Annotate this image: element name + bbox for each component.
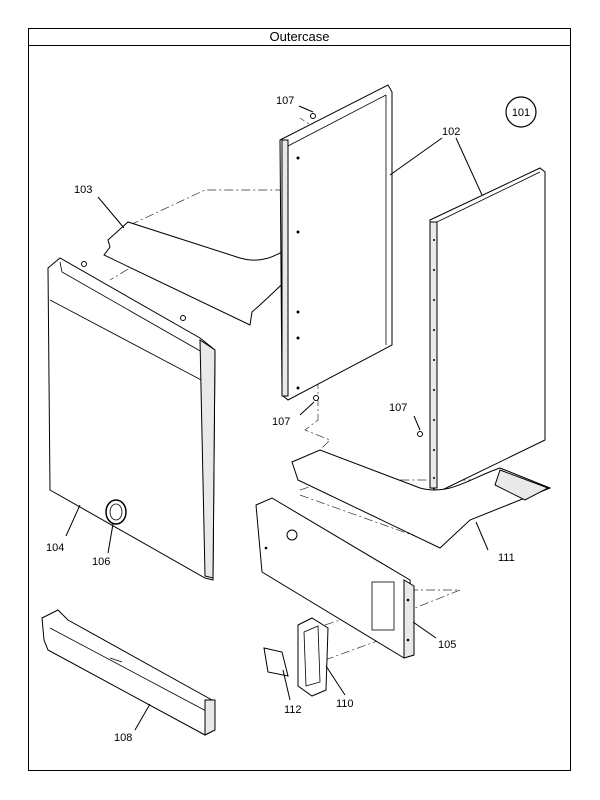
panel-mounting-holes	[296, 156, 300, 390]
callout-102: 102	[442, 126, 460, 138]
part-111-bottom-panel	[291, 449, 552, 549]
callout-105: 105	[438, 639, 456, 651]
callout-103: 103	[74, 184, 92, 196]
panel-edge-holes	[433, 239, 435, 479]
callout-101: 101	[512, 107, 530, 119]
callout-104: 104	[46, 542, 64, 554]
callout-108: 108	[114, 732, 132, 744]
callout-107-top: 107	[276, 95, 294, 107]
screw-107-group	[81, 113, 423, 437]
callout-107-middle: 107	[272, 416, 290, 428]
part-108-kick-plate	[41, 609, 216, 736]
callout-107-right: 107	[389, 402, 407, 414]
callout-labels: 103 102 107 107 107 104 106 111 105 110 …	[46, 95, 515, 744]
part-110-frame	[297, 617, 329, 697]
callout-leaders	[65, 105, 489, 731]
callout-111: 111	[498, 552, 515, 564]
part-112-pad	[263, 647, 289, 677]
callout-106: 106	[92, 556, 110, 568]
diagram-frame: Outercase	[28, 28, 571, 771]
callout-112: 112	[284, 704, 302, 716]
diagram-title: Outercase	[29, 29, 570, 46]
part-106-badge	[105, 499, 127, 525]
callout-110: 110	[336, 698, 354, 710]
part-105-inner-panel	[255, 497, 415, 659]
part-102-side-panel-rear	[279, 84, 393, 401]
part-104-front-door	[47, 257, 216, 581]
part-102-side-panel-front	[429, 167, 546, 493]
diagram-reference-101: 101	[505, 96, 537, 128]
